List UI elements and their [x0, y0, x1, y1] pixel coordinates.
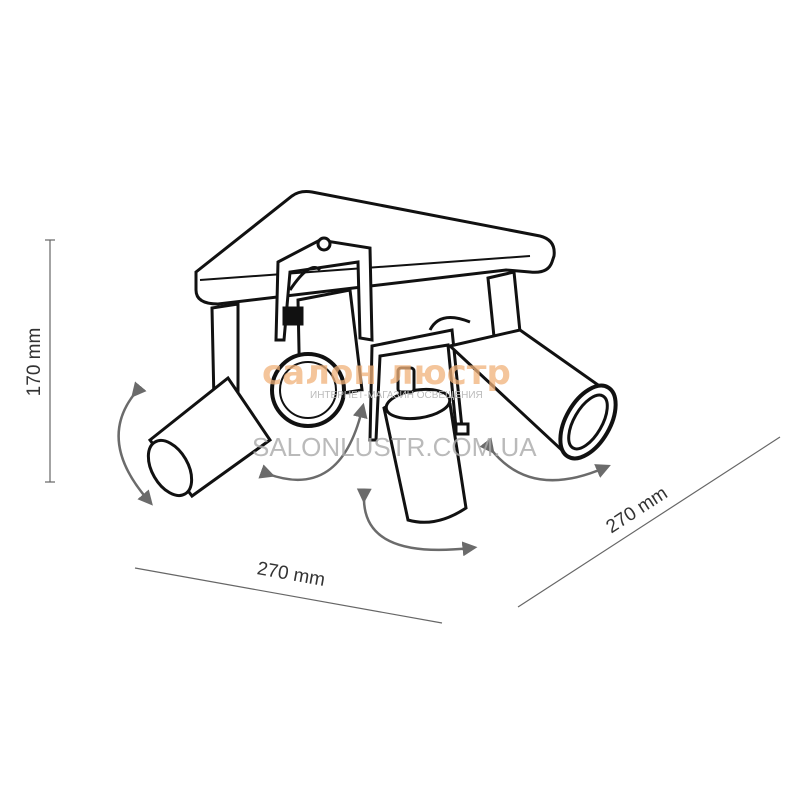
- spotlight-left: [146, 302, 273, 499]
- watermark-brand: салон люстр: [262, 353, 511, 393]
- height-label: 170 mm: [24, 328, 45, 397]
- width-dimension-line: [134, 567, 443, 624]
- watermark-tagline: ИНТЕРНЕТ-МАГАЗИН ОСВЕЩЕНИЯ: [310, 390, 483, 401]
- depth-dimension-line: [517, 436, 781, 608]
- watermark-url: SALONLUSTR.COM.UA: [252, 432, 537, 462]
- height-dimension-line: [45, 239, 55, 483]
- rotation-arrow-back: [258, 402, 368, 482]
- rotation-arrows: [117, 381, 611, 557]
- rotation-arrow-right: [479, 437, 611, 482]
- rotation-arrow-front: [356, 488, 478, 557]
- rotation-arrow-left: [117, 381, 153, 506]
- width-label: 270 mm: [255, 558, 326, 591]
